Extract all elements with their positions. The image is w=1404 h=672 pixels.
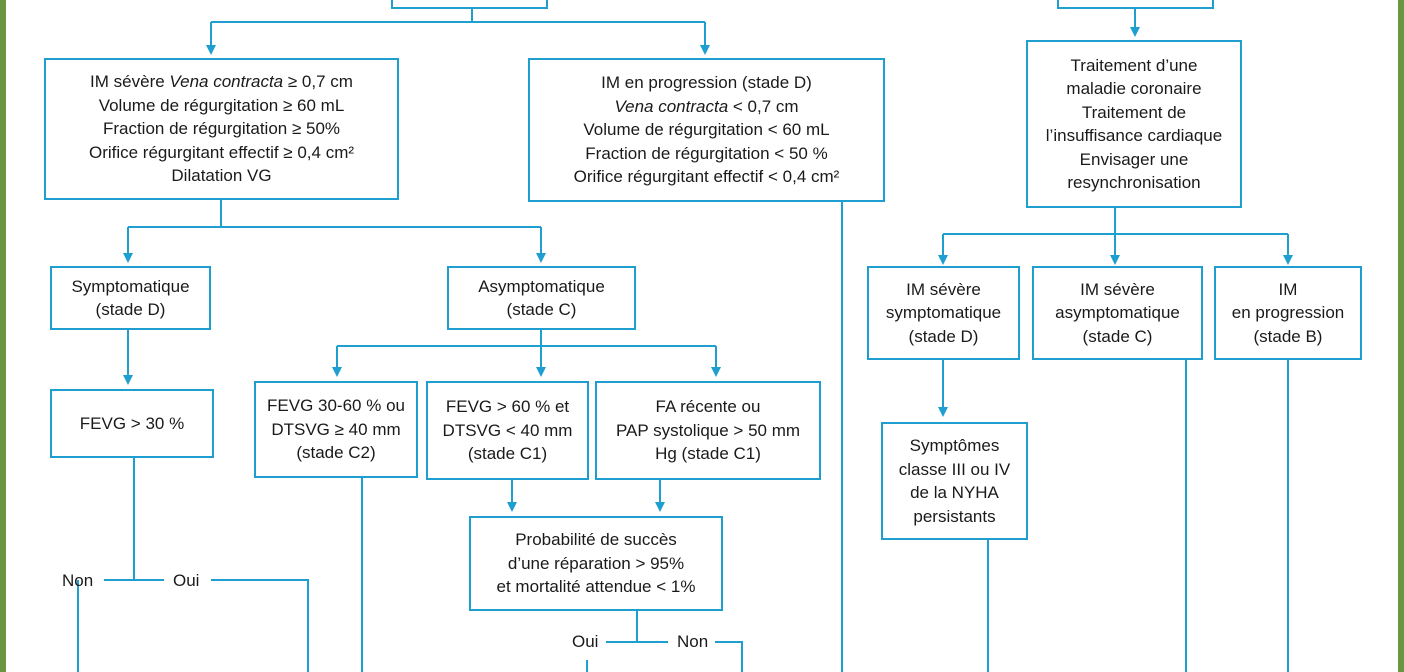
treatment-box: Traitement d’une maladie coronaire Trait… [1026, 40, 1242, 208]
fevg-30-line-1: FEVG > 30 % [79, 413, 185, 433]
treatment-line-3: Traitement de [1081, 102, 1187, 122]
proba-line-3: et mortalité attendue < 1% [496, 577, 696, 597]
r-severe-c-line-3: (stade C) [1082, 326, 1153, 346]
nyha-line-1: Symptômes [909, 436, 1000, 455]
severe-line-4: Orifice régurgitant effectif ≥ 0,4 cm² [88, 142, 355, 162]
symptomatique-line-1: Symptomatique [71, 276, 190, 296]
severe-line-5: Dilatation VG [171, 166, 272, 186]
stade-c1-a-box: FEVG > 60 % et DTSVG < 40 mm (stade C1) [426, 381, 589, 480]
prog-d-line-2b: < 0,7 cm [728, 96, 799, 116]
treatment-line-2: maladie coronaire [1066, 79, 1202, 98]
stade-c1-b-box: FA récente ou PAP systolique > 50 mm Hg … [595, 381, 821, 480]
im-progression-d-box: IM en progression (stade D) Vena contrac… [528, 58, 885, 202]
treatment-line-4: l’insuffisance cardiaque [1045, 126, 1223, 145]
c2-line-1: FEVG 30-60 % ou [267, 396, 405, 416]
c2-line-3: (stade C2) [296, 443, 376, 463]
label-oui-mid: Oui [572, 632, 599, 651]
r-severe-d-line-3: (stade D) [908, 326, 979, 346]
r-prog-b-line-1: IM [1278, 279, 1298, 299]
c2-line-2: DTSVG ≥ 40 mm [271, 419, 401, 439]
nyha-box: Symptômes classe III ou IV de la NYHA pe… [881, 422, 1028, 540]
prog-d-line-5: Orifice régurgitant effectif < 0,4 cm² [573, 167, 840, 187]
right-progression-b-box: IM en progression (stade B) [1214, 266, 1362, 360]
c1b-line-2: PAP systolique > 50 mm [615, 420, 801, 440]
prog-d-line-1: IM en progression (stade D) [601, 73, 812, 93]
label-oui-left: Oui [173, 571, 200, 590]
c1b-line-1: FA récente ou [655, 397, 761, 417]
prog-d-vena-contracta: Vena contracta [614, 96, 729, 116]
r-severe-d-line-2: symptomatique [885, 303, 1002, 323]
severe-vena-contracta: Vena contracta [169, 72, 284, 92]
r-prog-b-line-3: (stade B) [1253, 326, 1323, 346]
prog-d-line-4: Fraction de régurgitation < 50 % [585, 143, 828, 163]
c1a-line-1: FEVG > 60 % et [445, 397, 570, 417]
asymptomatique-line-2: (stade C) [506, 300, 577, 319]
nyha-line-4: persistants [913, 506, 996, 526]
right-severe-asymptomatique-box: IM sévère asymptomatique (stade C) [1032, 266, 1203, 360]
c1b-line-3: Hg (stade C1) [655, 444, 761, 464]
nyha-line-3: de la NYHA [910, 483, 999, 502]
stade-c2-box: FEVG 30-60 % ou DTSVG ≥ 40 mm (stade C2) [254, 381, 418, 478]
severe-line-3: Fraction de régurgitation ≥ 50% [102, 119, 341, 139]
left-frame-border [0, 0, 6, 672]
asymptomatique-box: Asymptomatique (stade C) [447, 266, 636, 330]
c1a-line-2: DTSVG < 40 mm [442, 420, 573, 440]
im-severe-box: IM sévère Vena contracta ≥ 0,7 cm Volume… [44, 58, 399, 200]
nyha-line-2: classe III ou IV [898, 459, 1011, 479]
r-prog-b-line-2: en progression [1231, 303, 1345, 323]
fevg-30-box: FEVG > 30 % [50, 389, 214, 458]
label-non-left: Non [62, 571, 94, 590]
r-severe-c-line-1: IM sévère [1080, 279, 1155, 299]
r-severe-c-line-2: asymptomatique [1055, 303, 1180, 323]
asymptomatique-line-1: Asymptomatique [478, 276, 605, 296]
severe-line-1c: ≥ 0,7 cm [283, 72, 353, 92]
right-frame-border [1398, 0, 1404, 672]
treatment-line-6: resynchronisation [1067, 173, 1201, 192]
c1a-line-3: (stade C1) [467, 444, 548, 464]
severe-line-2: Volume de régurgitation ≥ 60 mL [98, 95, 345, 115]
symptomatique-line-2: (stade D) [95, 300, 166, 319]
label-non-mid: Non [677, 632, 709, 651]
symptomatique-box: Symptomatique (stade D) [50, 266, 211, 330]
probabilite-box: Probabilité de succès d’une réparation >… [469, 516, 723, 611]
proba-line-1: Probabilité de succès [515, 530, 677, 550]
treatment-line-5: Envisager une [1079, 149, 1189, 169]
treatment-line-1: Traitement d’une [1070, 55, 1198, 75]
severe-line-1a: IM sévère [90, 72, 170, 92]
r-severe-d-line-1: IM sévère [906, 279, 981, 299]
proba-line-2: d’une réparation > 95% [507, 553, 685, 573]
right-severe-symptomatique-box: IM sévère symptomatique (stade D) [867, 266, 1020, 360]
prog-d-line-3: Volume de régurgitation < 60 mL [583, 120, 830, 140]
